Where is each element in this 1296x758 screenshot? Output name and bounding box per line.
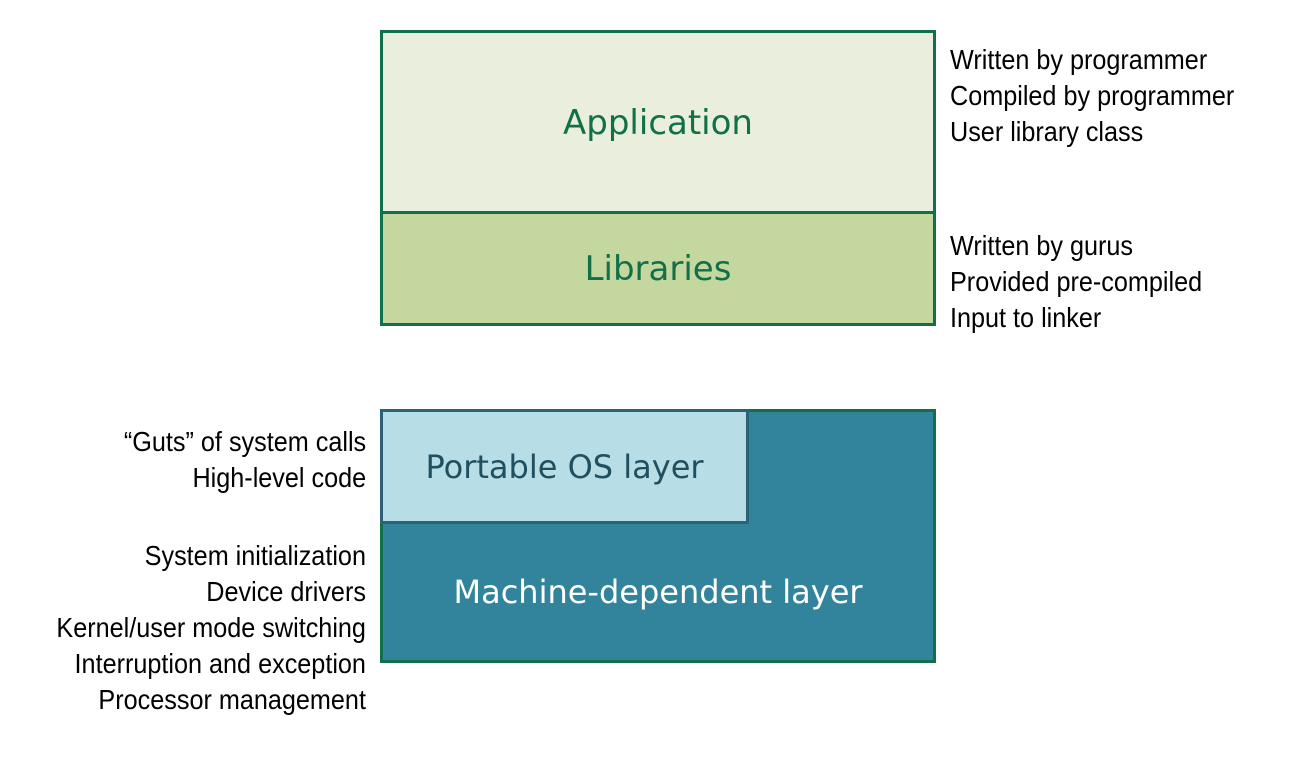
libraries-label: Libraries	[584, 248, 732, 289]
application-note: Written by programmer	[950, 44, 1208, 75]
portable-os-notes: “Guts” of system calls High-level code	[124, 424, 366, 496]
machine-dependent-note: Device drivers	[206, 576, 366, 607]
libraries-notes: Written by gurus Provided pre-compiled I…	[950, 228, 1202, 336]
application-label: Application	[563, 103, 753, 143]
machine-dependent-note: System initialization	[144, 540, 366, 571]
libraries-note: Input to linker	[950, 302, 1102, 333]
machine-dependent-notes: System initialization Device drivers Ker…	[56, 538, 366, 718]
application-notes: Written by programmer Compiled by progra…	[950, 42, 1234, 150]
application-note: Compiled by programmer	[950, 80, 1235, 111]
portable-os-layer: Portable OS layer	[380, 409, 749, 524]
application-note: User library class	[950, 116, 1144, 147]
machine-dependent-label: Machine-dependent layer	[453, 572, 863, 611]
machine-dependent-note: Processor management	[98, 684, 367, 715]
portable-os-label: Portable OS layer	[425, 447, 704, 486]
machine-dependent-note: Interruption and exception	[74, 648, 366, 679]
libraries-note: Written by gurus	[950, 230, 1134, 261]
portable-os-note: High-level code	[192, 462, 366, 493]
application-layer: Application	[380, 30, 936, 213]
libraries-note: Provided pre-compiled	[950, 266, 1203, 297]
portable-os-note: “Guts” of system calls	[123, 426, 366, 457]
libraries-layer: Libraries	[380, 211, 936, 326]
machine-dependent-note: Kernel/user mode switching	[56, 612, 366, 643]
